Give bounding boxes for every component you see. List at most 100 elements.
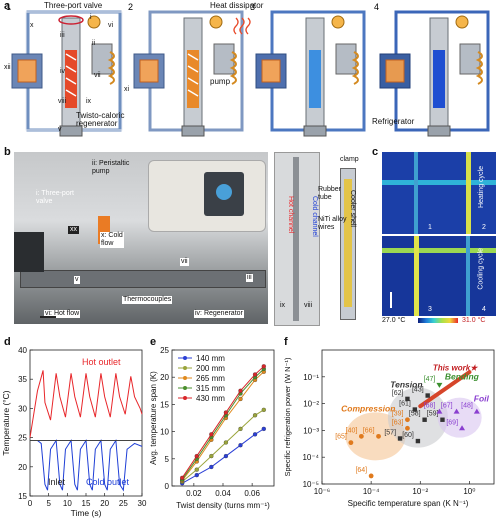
- step-number-4: 4: [374, 2, 379, 12]
- panel-label-f: f: [284, 336, 288, 348]
- y-tick-label: 30: [18, 404, 27, 413]
- panel-a-schematics: 1 2: [6, 2, 490, 137]
- point-label: [61]: [399, 401, 411, 408]
- data-point: [209, 432, 214, 437]
- x-axis-label: Specific temperature span (K N⁻¹): [348, 499, 469, 508]
- series-line-0: [181, 428, 265, 484]
- y-tick-label: 10⁻⁵: [303, 480, 319, 489]
- data-point: [440, 417, 445, 422]
- point-label: [43]: [412, 387, 424, 394]
- data-point: [223, 453, 229, 459]
- x-tick-label: 5: [46, 499, 51, 508]
- data-point: [412, 407, 418, 412]
- data-point: [194, 467, 199, 472]
- point-label: [48]: [461, 403, 473, 410]
- label-three-port-valve: Three-port valve: [44, 1, 103, 10]
- x-tick-label: 0: [28, 499, 33, 508]
- y-tick-label: 15: [160, 400, 169, 409]
- label-clamp: clamp: [340, 156, 359, 163]
- data-point: [238, 396, 243, 402]
- data-point: [238, 443, 243, 448]
- rail: [20, 270, 266, 288]
- regenerator-tube: [293, 157, 299, 321]
- panel-a: a 1: [0, 0, 500, 140]
- data-point: [209, 453, 214, 459]
- data-point: [425, 393, 430, 398]
- label-peristaltic-pump: ii: Peristaltic pump: [92, 160, 130, 175]
- point-label: [65]: [335, 434, 347, 441]
- heat-strip-h: [382, 180, 496, 185]
- x-tick-label: 10⁰: [463, 487, 475, 496]
- data-point: [252, 413, 258, 418]
- roman-ix: ix: [86, 98, 92, 105]
- y-tick-label: 0: [165, 482, 170, 491]
- roman-vi: vi: [108, 22, 114, 29]
- step-number-1: 1: [6, 2, 11, 12]
- data-point: [436, 408, 443, 414]
- series-line-1: [181, 409, 265, 483]
- data-point: [422, 417, 427, 422]
- legend-marker: [183, 396, 187, 400]
- roman-ii: ii: [92, 40, 96, 47]
- x-tick-label: 0.02: [186, 489, 202, 498]
- y-tick-label: 10⁻⁴: [302, 453, 319, 462]
- y-tick-label: 25: [160, 346, 169, 355]
- data-point: [368, 473, 374, 479]
- heat-strip-v1: [414, 152, 418, 234]
- data-point: [261, 364, 266, 369]
- x-tick-label: 0.04: [215, 489, 231, 498]
- roman-iii: iii: [60, 32, 65, 39]
- data-point: [238, 426, 243, 432]
- point-label: [59]: [427, 411, 439, 418]
- regenerator-zoom: [274, 152, 320, 326]
- setup-photo: [14, 152, 268, 324]
- data-point: [194, 472, 199, 478]
- panel-b: b ii: Peristaltic pump i: Three-port val…: [0, 146, 372, 326]
- legend-marker: [183, 376, 187, 380]
- data-point: [405, 425, 410, 431]
- data-point: [459, 425, 466, 431]
- pump-dial: [216, 184, 232, 200]
- cooler-drawing: [340, 168, 356, 320]
- label-vii: vii: [180, 258, 189, 266]
- point-label: [62]: [392, 390, 404, 397]
- scale-bar-c: [390, 292, 392, 308]
- thermal-cooling-image: [382, 236, 496, 316]
- label-cooler-shell: Cooler shell: [349, 190, 356, 227]
- label-ix: ix: [280, 302, 286, 309]
- point-this-work: This work★: [433, 364, 479, 373]
- label-twisto-caloric-regenerator: Twisto-caloric regenerator: [76, 111, 125, 128]
- data-point: [238, 388, 243, 393]
- schematic-step-2: 2: [128, 2, 251, 137]
- black-clamp: [14, 232, 44, 272]
- data-point: [348, 440, 354, 446]
- data-point: [252, 432, 258, 437]
- legend-label: 315 mm: [196, 384, 225, 393]
- panel-label-a: a: [4, 0, 11, 12]
- label-niti-wires: NiTi alloy wires: [318, 216, 347, 231]
- legend-label: 430 mm: [196, 394, 225, 403]
- y-tick-label: 20: [160, 373, 169, 382]
- colorbar-min: 27.0 °C: [382, 317, 406, 324]
- data-point: [376, 433, 381, 439]
- x-axis-label: Twist density (turns mm⁻¹): [176, 501, 270, 510]
- cell-1: 1: [428, 224, 432, 231]
- y-tick-label: 10: [160, 428, 169, 437]
- data-point: [358, 433, 364, 439]
- x-tick-label: 10⁻²: [412, 487, 428, 496]
- legend-cold-outlet: Cold outlet: [86, 477, 130, 487]
- label-hot-channel: Hot channel: [287, 196, 294, 234]
- y-tick-label: 15: [18, 492, 27, 501]
- group-compression: Compression: [341, 404, 395, 414]
- point-label: [66]: [363, 427, 375, 434]
- data-point: [261, 407, 266, 412]
- point-label: [40]: [346, 427, 358, 434]
- cool-strip-v1: [414, 236, 419, 316]
- step-number-3: 3: [250, 2, 255, 12]
- label-viii: viii: [304, 302, 313, 309]
- roman-v: v: [58, 126, 62, 133]
- point-label: [39]: [392, 411, 404, 418]
- data-point: [415, 438, 421, 444]
